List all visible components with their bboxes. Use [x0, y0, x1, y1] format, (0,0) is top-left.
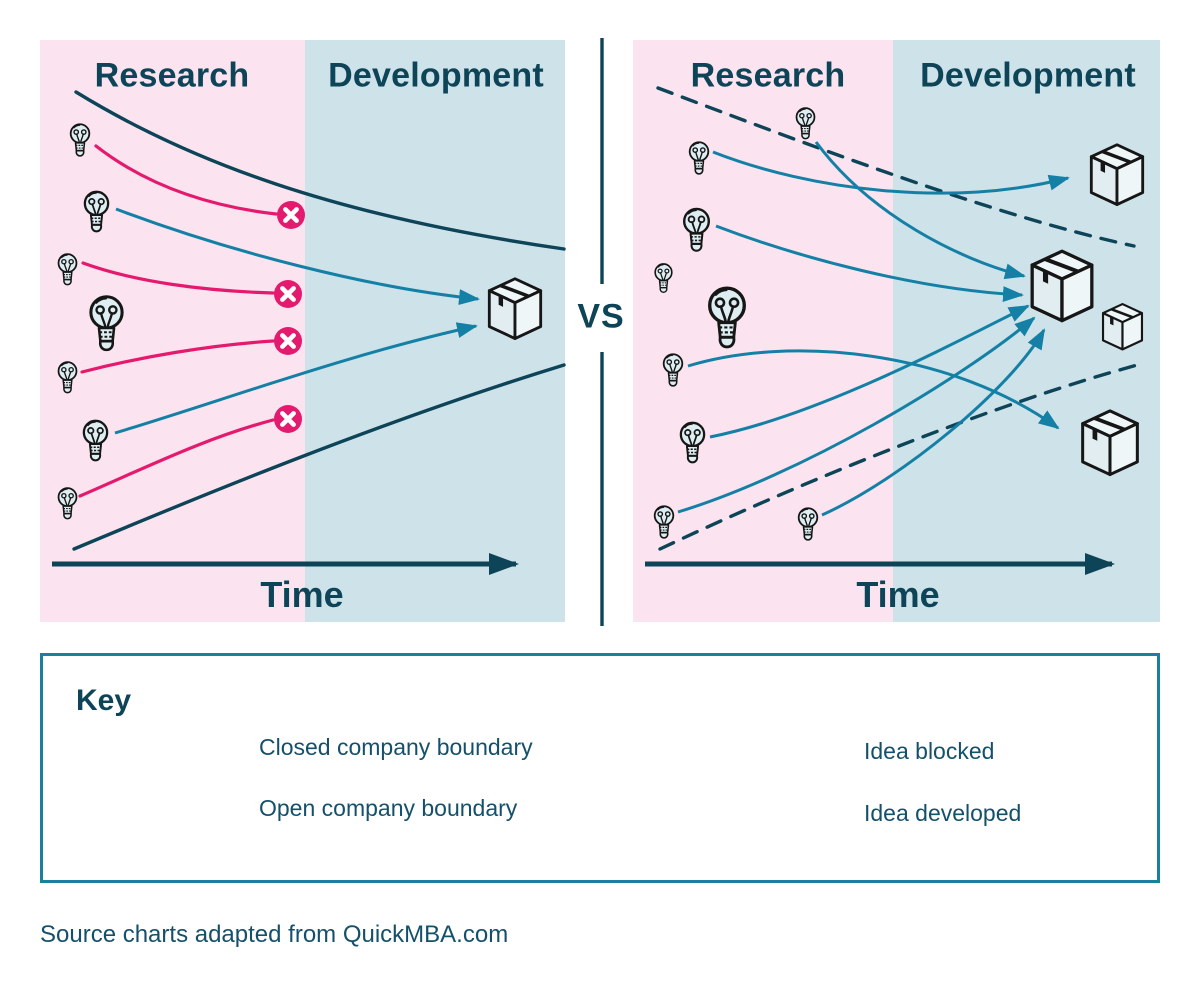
idea-developed-arrow: [709, 304, 1030, 439]
vs-label: VS: [577, 297, 625, 336]
source-note: Source charts adapted from QuickMBA.com: [40, 921, 509, 948]
blocked-x-icon: [274, 280, 302, 308]
blocked-x-icon: [274, 405, 302, 433]
blocked-x-icon: [274, 327, 302, 355]
research-heading-open: Research: [690, 56, 846, 95]
idea-developed-arrow: [821, 328, 1046, 517]
idea-developed-arrow: [715, 224, 1024, 303]
time-axis-label-open: Time: [856, 574, 940, 615]
key-label-idea-blocked: Idea blocked: [864, 738, 995, 764]
idea-developed-arrow: [687, 349, 1060, 430]
product-box-icon: [1081, 409, 1139, 477]
idea-blocked-line: [80, 339, 275, 374]
blocked-x-icon: [277, 201, 305, 229]
idea-developed-arrow: [114, 322, 478, 435]
development-heading-closed: Development: [328, 56, 544, 95]
idea-blocked-line: [78, 418, 275, 498]
idea-developed-arrow: [677, 316, 1036, 514]
idea-developed-arrow: [115, 207, 480, 306]
closed-company-boundary-line: [72, 363, 566, 551]
product-box-icon: [1101, 303, 1144, 351]
research-region: [633, 40, 893, 622]
idea-blocked-line: [94, 144, 278, 216]
idea-blocked-line: [81, 261, 275, 295]
key-title: Key: [76, 684, 132, 717]
closed-innovation-panel: [40, 40, 566, 622]
research-heading-closed: Research: [94, 56, 250, 95]
product-box-icon: [1030, 249, 1094, 323]
key-label-open-boundary: Open company boundary: [259, 795, 518, 821]
product-box-icon: [1089, 143, 1145, 206]
product-box-icon: [487, 277, 543, 340]
key-label-closed-boundary: Closed company boundary: [259, 734, 533, 760]
idea-developed-arrow: [712, 150, 1070, 195]
open-company-boundary-line: [656, 86, 1136, 248]
idea-developed-arrow: [814, 141, 1026, 280]
time-axis-label-closed: Time: [260, 574, 344, 615]
open-innovation-panel: [633, 40, 1160, 622]
key-label-idea-developed: Idea developed: [864, 800, 1022, 826]
open-company-boundary-line: [658, 362, 1143, 551]
closed-company-boundary-line: [74, 90, 566, 251]
development-heading-open: Development: [920, 56, 1136, 95]
key-legend-box: Key: [40, 653, 1160, 883]
